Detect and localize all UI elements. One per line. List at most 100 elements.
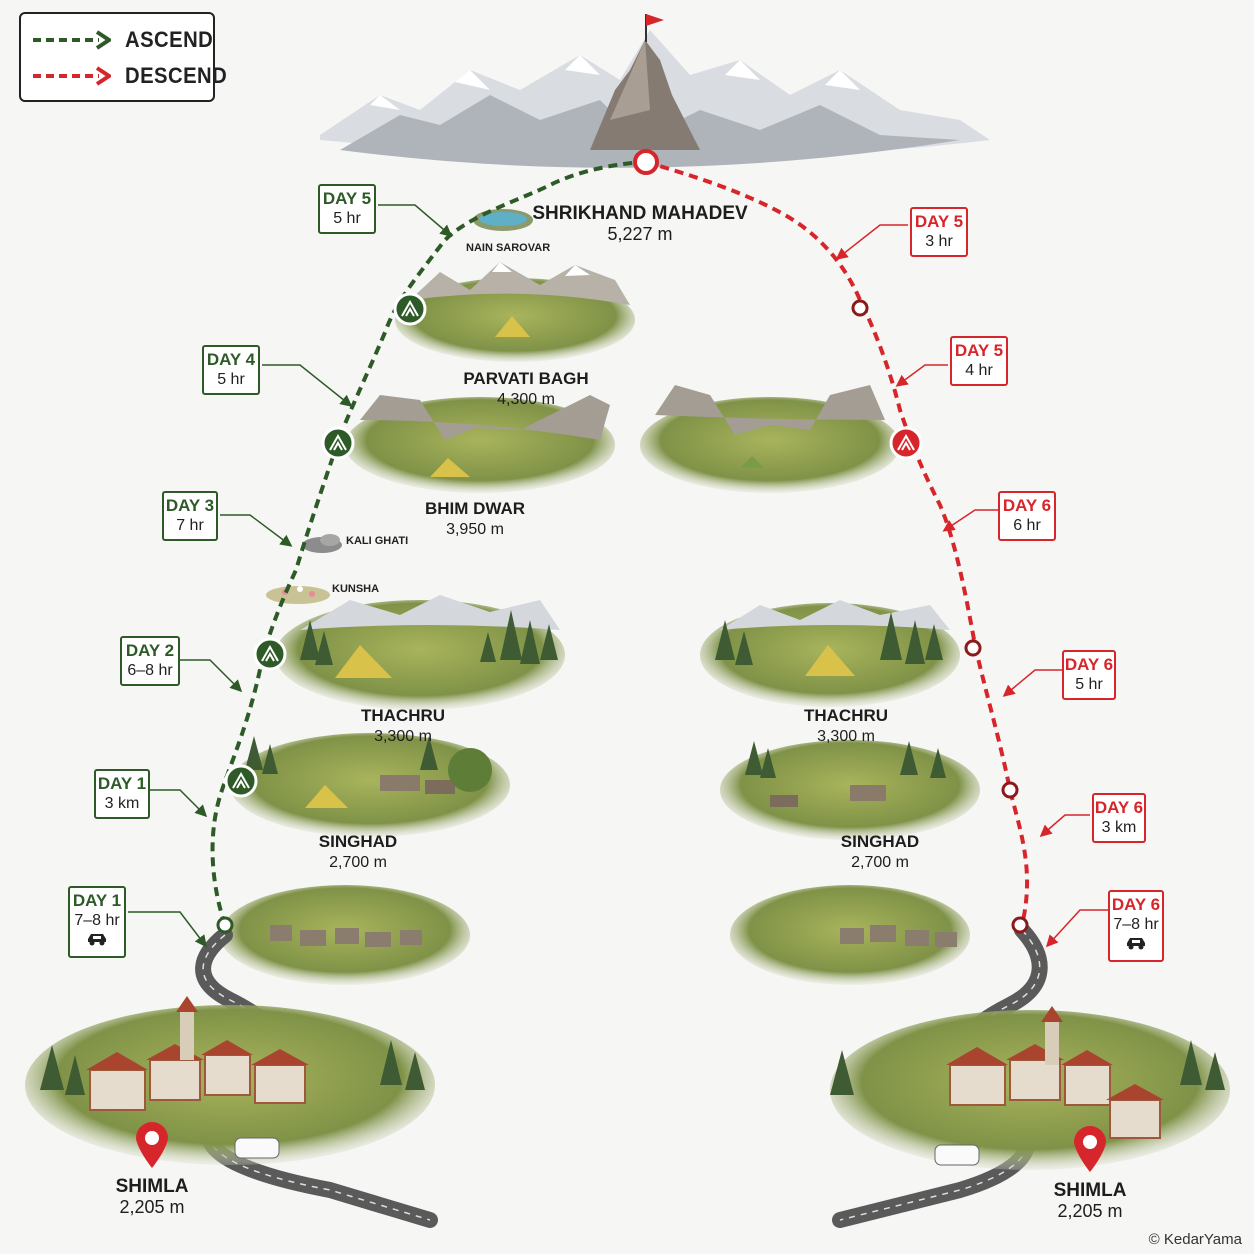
legend-ascend-label: ASCEND — [125, 27, 214, 52]
scene-singhad — [230, 733, 510, 837]
nain-sarovar-lake — [473, 209, 533, 231]
legend-descend-label: DESCEND — [125, 63, 228, 88]
ascend-arrow-icon — [33, 30, 111, 50]
waypoint-marker — [1011, 916, 1029, 934]
location-label: THACHRU 3,300 m — [804, 705, 888, 747]
summit-name: SHRIKHAND MAHADEV — [532, 203, 748, 224]
camp-icon — [224, 764, 258, 798]
stage-day: DAY 1 — [72, 891, 122, 910]
descend-arrow-icon — [33, 66, 111, 86]
stage-day: DAY 3 — [165, 496, 215, 515]
location-name: THACHRU — [803, 706, 889, 725]
location-label: BHIM DWAR 3,950 m — [425, 498, 525, 540]
scene-shimla-descend — [830, 1006, 1230, 1170]
stage-day: DAY 2 — [125, 641, 175, 660]
location-elevation: 2,700 m — [329, 854, 387, 871]
scene-village-descend — [730, 885, 970, 985]
stage-day: DAY 6 — [1094, 798, 1144, 817]
stage-time: 6 hr — [1013, 517, 1041, 534]
stage-day: DAY 6 — [1002, 496, 1052, 515]
location-elevation: 3,300 m — [374, 728, 432, 745]
kunsha-label: KUNSHA — [332, 583, 380, 595]
location-name: SHIMLA — [115, 1176, 189, 1197]
stage-time: 3 hr — [925, 233, 953, 250]
stage-time: 4 hr — [965, 362, 993, 379]
stage-day: DAY 1 — [97, 774, 147, 793]
stage-time: 7 hr — [176, 517, 204, 534]
location-name: SINGHAD — [318, 832, 398, 851]
legend: ASCEND DESCEND — [19, 12, 227, 102]
stage-day: DAY 5 — [914, 212, 964, 231]
stage-time: 5 hr — [217, 371, 245, 388]
stage-time: 5 hr — [1075, 676, 1103, 693]
location-name: THACHRU — [360, 706, 446, 725]
location-name: SINGHAD — [840, 832, 920, 851]
location-elevation: 2,700 m — [851, 854, 909, 871]
waypoint-marker — [216, 916, 234, 934]
location-pin-icon — [136, 1122, 168, 1168]
ascend-stage-box: DAY 1 3 km — [94, 769, 150, 819]
nain-sarovar-label: NAIN SAROVAR — [466, 242, 551, 254]
stage-time: 3 km — [1101, 819, 1137, 836]
summit-marker — [633, 149, 659, 175]
scene-bhim-dwar — [345, 395, 615, 493]
location-label: SHIMLA 2,205 m — [1054, 1180, 1127, 1222]
stage-day: DAY 6 — [1064, 655, 1114, 674]
camp-icon — [253, 637, 287, 671]
location-elevation: 3,300 m — [817, 728, 875, 745]
ascend-stage-box: DAY 3 7 hr — [162, 491, 218, 541]
ascend-stage-box: DAY 5 5 hr — [318, 184, 376, 234]
location-name: PARVATI BAGH — [463, 369, 589, 388]
scene-village — [220, 885, 470, 985]
summit-label: SHRIKHAND MAHADEV 5,227 m — [532, 203, 747, 245]
descend-stage-box: DAY 5 3 hr — [910, 207, 968, 257]
descend-leaders — [835, 224, 1108, 948]
stage-day: DAY 4 — [206, 350, 256, 369]
stage-time: 7–8 hr — [1113, 916, 1159, 933]
descend-stage-box: DAY 6 3 km — [1092, 793, 1146, 843]
waypoint-marker — [964, 639, 982, 657]
camp-icon — [393, 292, 427, 326]
location-elevation: 2,205 m — [1057, 1201, 1123, 1221]
summit-elevation: 5,227 m — [607, 224, 673, 244]
stage-time: 7–8 hr — [74, 912, 120, 929]
kunsha-flowers — [266, 586, 330, 604]
ascend-leaders — [128, 204, 453, 948]
camp-icon — [321, 426, 355, 460]
location-name: SHIMLA — [1053, 1180, 1127, 1201]
location-pin-icon — [1074, 1126, 1106, 1172]
location-elevation: 3,950 m — [446, 521, 504, 538]
scene-thachru-descend — [700, 600, 960, 707]
descend-route — [645, 160, 1030, 926]
waypoint-marker — [851, 299, 869, 317]
location-label: SHIMLA 2,205 m — [116, 1176, 189, 1218]
stage-time: 6–8 hr — [127, 662, 173, 679]
stage-time: 5 hr — [333, 210, 361, 227]
scene-shimla — [25, 996, 435, 1165]
location-label: SINGHAD 2,700 m — [841, 831, 919, 873]
waypoint-marker — [1001, 781, 1019, 799]
descend-stage-box: DAY 6 7–8 hr — [1108, 890, 1164, 962]
location-label: PARVATI BAGH 4,300 m — [463, 368, 588, 410]
stage-day: DAY 5 — [322, 189, 372, 208]
location-elevation: 2,205 m — [119, 1197, 185, 1217]
stage-day: DAY 6 — [1111, 895, 1161, 914]
kali-ghati-rocks — [302, 534, 342, 553]
ascend-stage-box: DAY 4 5 hr — [202, 345, 260, 395]
flag-icon — [645, 14, 664, 42]
summit-mountains — [320, 30, 990, 168]
location-elevation: 4,300 m — [497, 391, 555, 408]
scene-bhim-dwar-descend — [640, 385, 900, 493]
scene-parvati-bagh — [395, 262, 635, 362]
legend-descend: DESCEND — [31, 63, 236, 88]
scene-singhad-descend — [720, 740, 980, 840]
location-label: THACHRU 3,300 m — [361, 705, 445, 747]
ascend-stage-box: DAY 1 7–8 hr — [68, 886, 126, 958]
legend-ascend: ASCEND — [31, 27, 221, 52]
car-icon — [1110, 935, 1162, 953]
ascend-stage-box: DAY 2 6–8 hr — [120, 636, 180, 686]
scene-thachru — [275, 595, 565, 710]
camp-icon — [889, 426, 923, 460]
stage-time: 3 km — [104, 795, 140, 812]
